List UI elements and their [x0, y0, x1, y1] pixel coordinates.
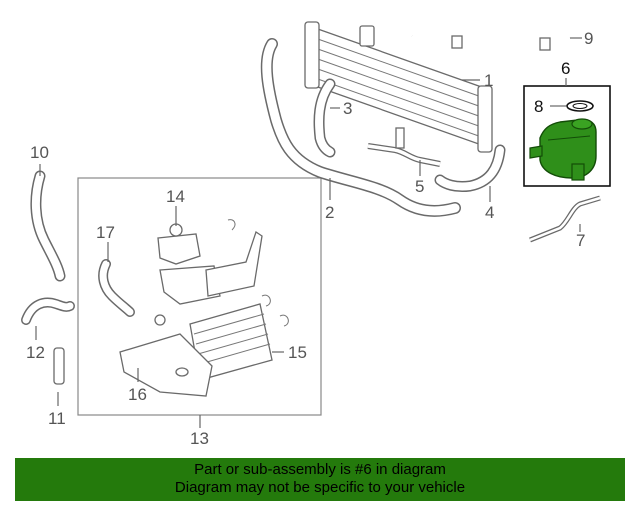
callout-14: 14 [166, 187, 185, 206]
part-16-duct[interactable] [119, 333, 213, 397]
part-1-cooler[interactable] [304, 21, 493, 153]
subassembly-bracket [205, 219, 289, 327]
callout-10: 10 [30, 143, 49, 162]
callout-3: 3 [343, 99, 352, 118]
part-7-bracket[interactable] [529, 195, 601, 243]
callout-5: 5 [415, 177, 424, 196]
part-14-pump[interactable] [157, 223, 221, 305]
part-2-hose[interactable] [260, 38, 461, 217]
callout-7: 7 [576, 231, 585, 250]
callout-16: 16 [128, 385, 147, 404]
callout-15: 15 [288, 343, 307, 362]
callout-13: 13 [190, 429, 209, 448]
part-11-pipe[interactable] [53, 347, 65, 385]
callout-12: 12 [26, 343, 45, 362]
part-8-seal[interactable] [566, 100, 594, 112]
part-5-pipe[interactable] [367, 127, 441, 167]
part-6-reservoir[interactable] [529, 118, 597, 181]
part-15-cooler[interactable] [154, 303, 273, 381]
callout-2: 2 [325, 203, 334, 222]
callout-17: 17 [96, 223, 115, 242]
part-9-line[interactable] [410, 35, 571, 55]
info-banner: Part or sub-assembly is #6 in diagram Di… [15, 458, 625, 501]
part-6-box[interactable] [523, 85, 611, 187]
banner-line-1: Part or sub-assembly is #6 in diagram [194, 461, 446, 478]
callout-8: 8 [534, 97, 543, 116]
part-12-hose[interactable] [21, 297, 75, 325]
callout-6: 6 [561, 59, 570, 78]
leader-lines [35, 37, 582, 428]
callout-1: 1 [484, 71, 493, 90]
callout-4: 4 [485, 203, 494, 222]
callout-9: 9 [584, 29, 593, 48]
callout-11: 11 [48, 409, 66, 428]
part-10-hose[interactable] [30, 170, 66, 282]
banner-line-2: Diagram may not be specific to your vehi… [174, 479, 466, 496]
part-4-hose[interactable] [434, 144, 506, 192]
part-17-hose[interactable] [98, 259, 135, 317]
part-3-hose[interactable] [313, 78, 336, 158]
